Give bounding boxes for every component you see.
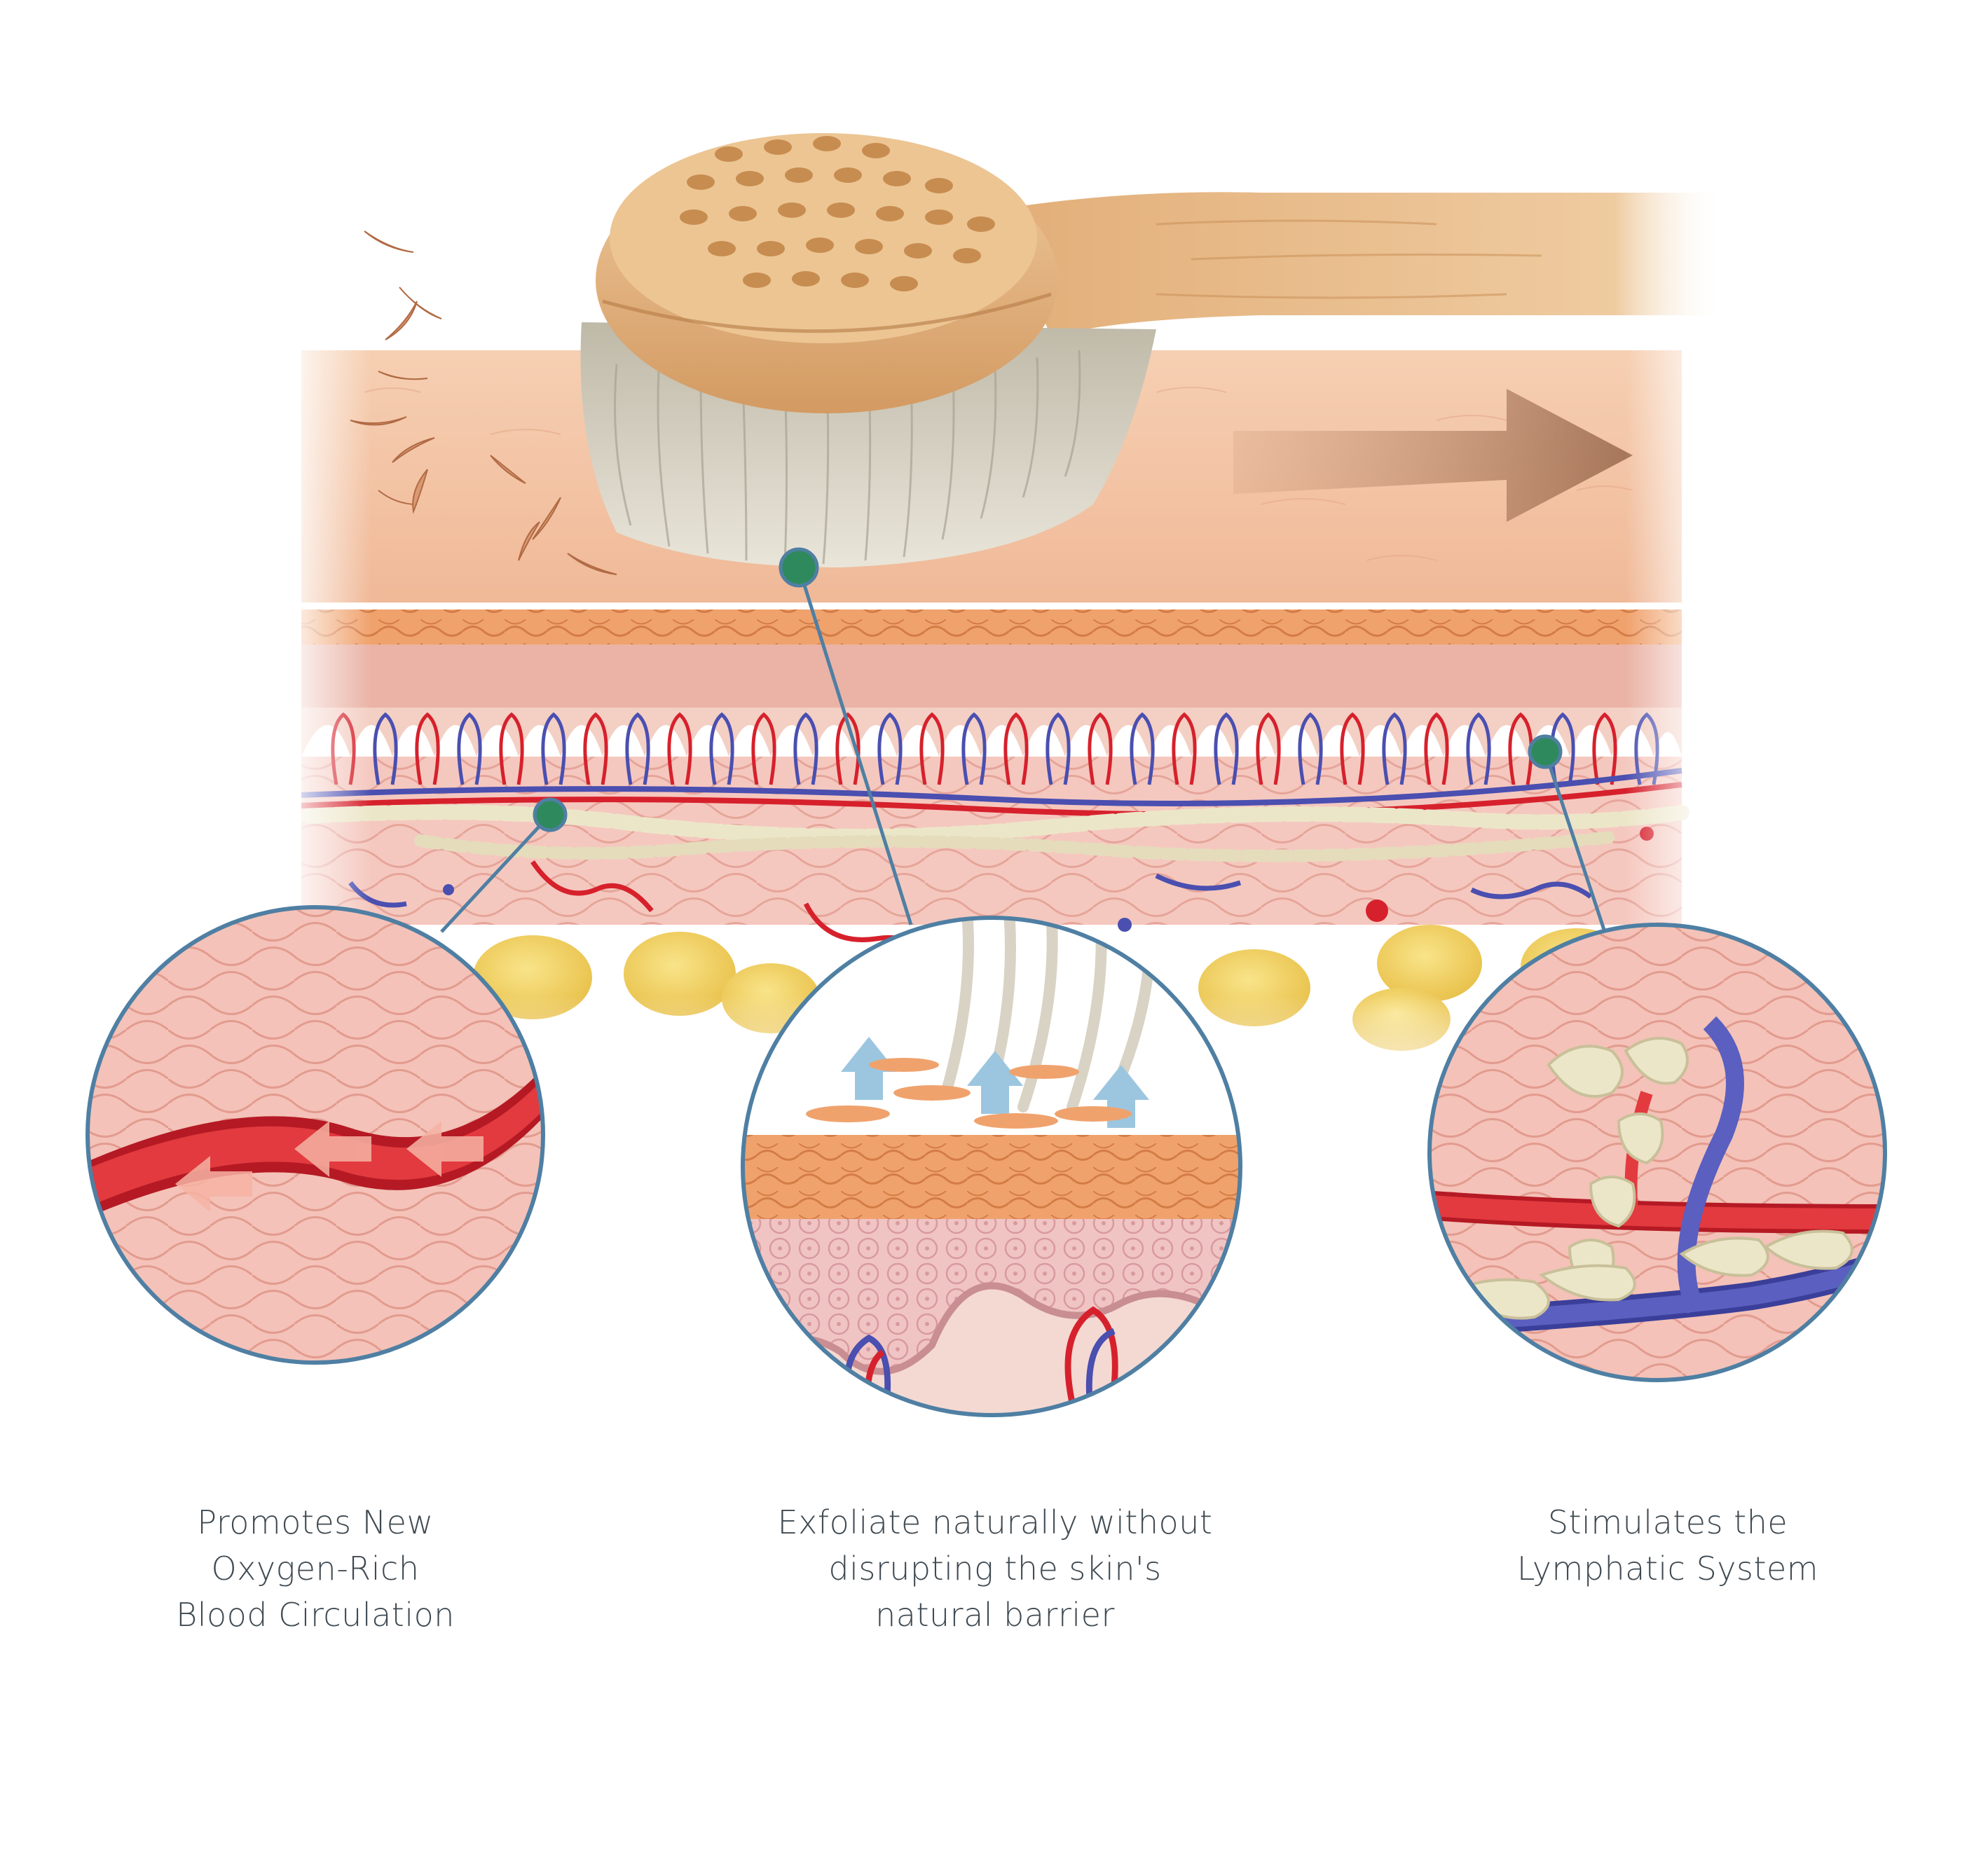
caption-exfoliation: Exfoliate naturally without disrupting t… <box>750 1499 1240 1638</box>
artery-horizontal <box>301 782 1682 818</box>
caption-line: Stimulates the <box>1547 1503 1788 1541</box>
caption-line: natural barrier <box>875 1596 1115 1634</box>
brush-handle <box>995 192 1724 336</box>
circulation-magnifier <box>85 905 545 1365</box>
blood-flow-arrows <box>175 1121 484 1212</box>
caption-line: Promotes New <box>197 1503 434 1541</box>
dead-skin-flakes-icon <box>350 230 617 575</box>
dermal-papillae <box>301 708 1682 757</box>
caption-line: Oxygen-Rich <box>211 1550 420 1587</box>
caption-line: Blood Circulation <box>176 1596 455 1634</box>
callout-dots <box>533 547 1563 832</box>
direction-arrow-icon <box>1233 389 1633 522</box>
caption-circulation: Promotes New Oxygen-Rich Blood Circulati… <box>140 1499 491 1638</box>
caption-line: disrupting the skin's <box>828 1550 1162 1587</box>
caption-lymphatic: Stimulates the Lymphatic System <box>1472 1499 1864 1592</box>
caption-line: Lymphatic System <box>1516 1550 1819 1587</box>
dry-brush-icon <box>580 133 1724 567</box>
epidermis-layer <box>301 609 1682 645</box>
exfoliation-magnifier <box>741 916 1242 1417</box>
upper-dermis-band <box>301 645 1682 711</box>
lymph-nodes-chain <box>1455 1037 1853 1320</box>
lymphatic-magnifier <box>1427 923 1887 1382</box>
caption-line: Exfoliate naturally without <box>777 1503 1213 1541</box>
callout-connectors <box>440 567 1607 933</box>
vein-horizontal <box>301 768 1682 806</box>
